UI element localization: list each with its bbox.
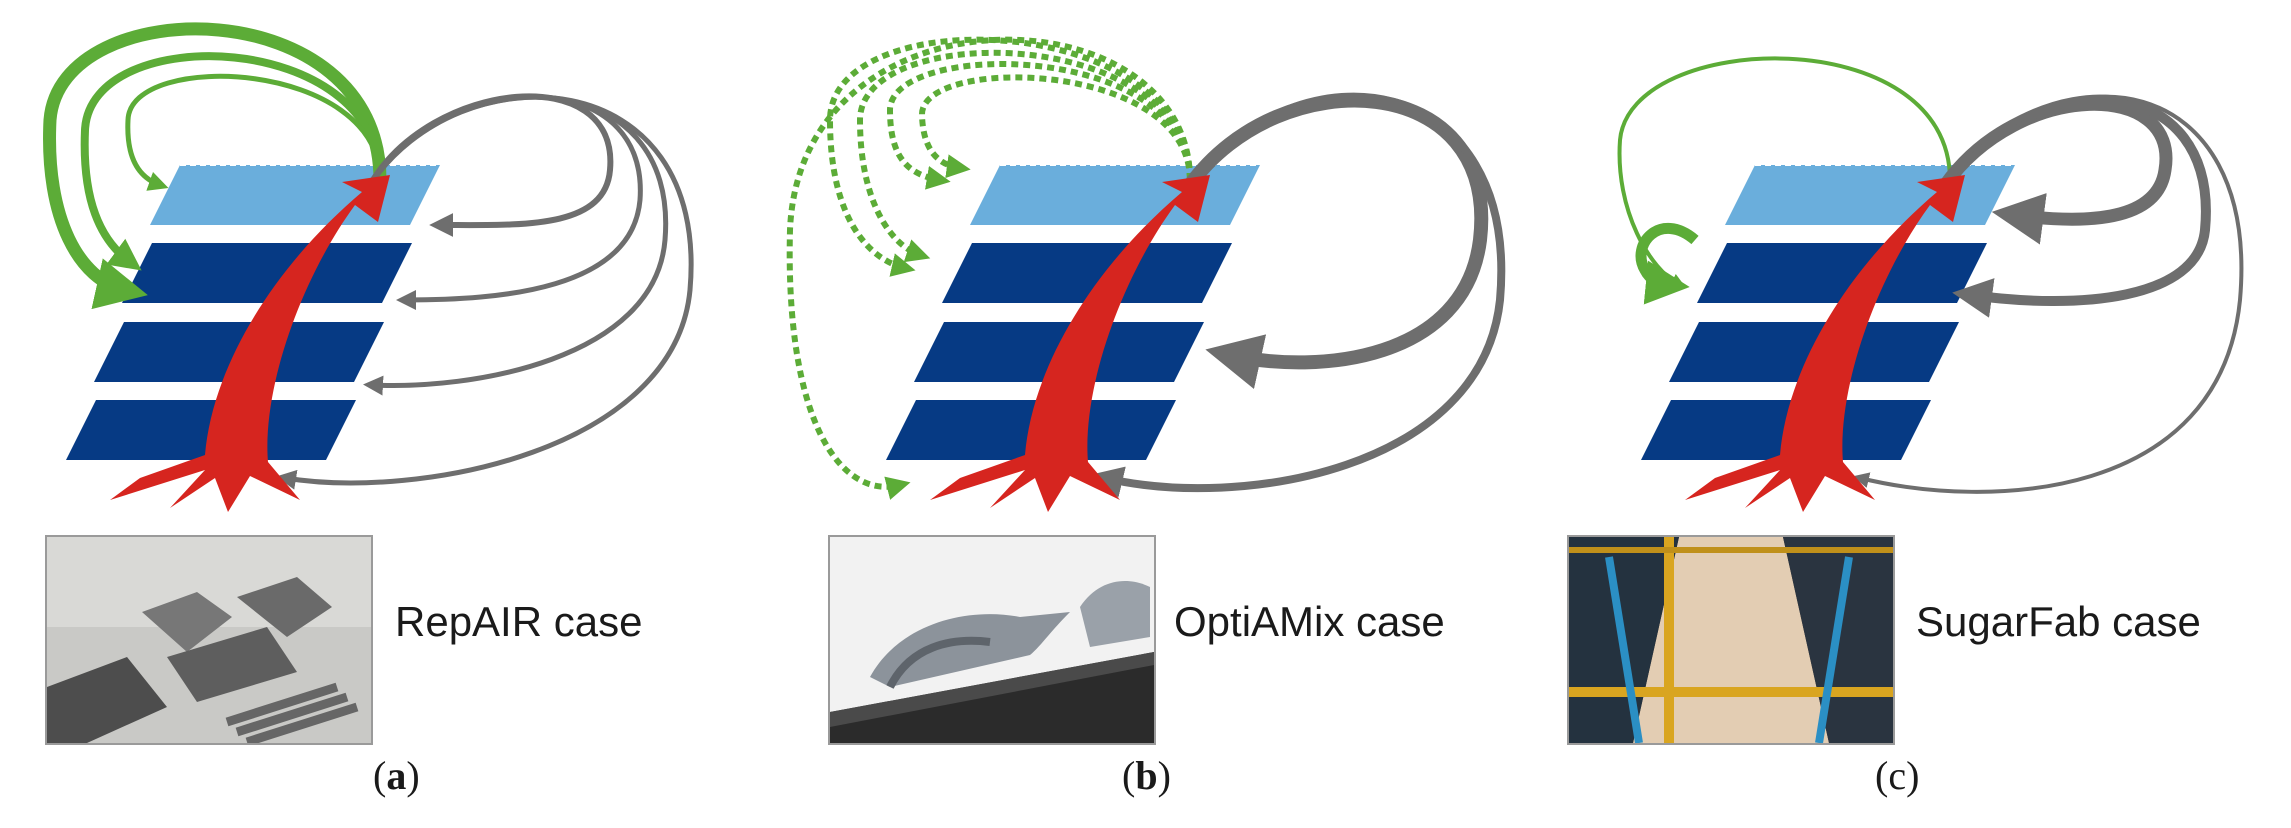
red-trunk [930,175,1210,512]
photo-c [1567,535,1895,745]
sublabel-b: (b) [1122,753,1171,798]
sublabel-a: (a) [373,753,420,798]
layer-1 [122,243,412,303]
green-loop-middle [80,52,384,271]
sublabel-a-letter: a [386,753,407,798]
case-label-a: RepAIR case [395,598,643,645]
green-loop-inner [125,73,383,191]
green-dotted-loop-5 [918,74,1193,181]
gray-loop-4 [276,94,694,490]
gray-loop-3 [1853,94,2244,494]
panel-c: SugarFab case (c) [1520,0,2280,828]
green-loop-outer [43,22,387,310]
layer-1 [942,243,1232,303]
layer-diagram-a [43,22,694,512]
green-dotted-loop-3 [856,49,1193,263]
case-label-b: OptiAMix case [1174,598,1445,645]
layer-diagram-c [1617,56,2244,512]
green-dotted-loop-1 [786,36,1193,500]
top-layer [150,165,440,225]
case-label-c: SugarFab case [1916,598,2201,645]
green-loop-short [1635,223,1699,305]
sublabel-c: (c) [1875,753,1920,798]
green-dotted-loop-2 [826,36,1193,277]
top-layer [1725,165,2015,225]
layer-1 [1697,243,1987,303]
sublabel-b-letter: b [1135,753,1158,798]
red-trunk [1685,175,1965,512]
sublabel-c-letter: c [1888,753,1907,798]
gray-loop-2 [1090,92,1506,498]
photo-b [828,535,1156,745]
panel-a: RepAIR case (a) [0,0,760,828]
panel-b: OptiAMix case (b) [760,0,1520,828]
red-trunk [110,175,390,512]
layer-diagram-b [786,36,1506,512]
green-dotted-loop-4 [886,61,1193,190]
top-layer [970,165,1260,225]
photo-a [45,535,373,745]
